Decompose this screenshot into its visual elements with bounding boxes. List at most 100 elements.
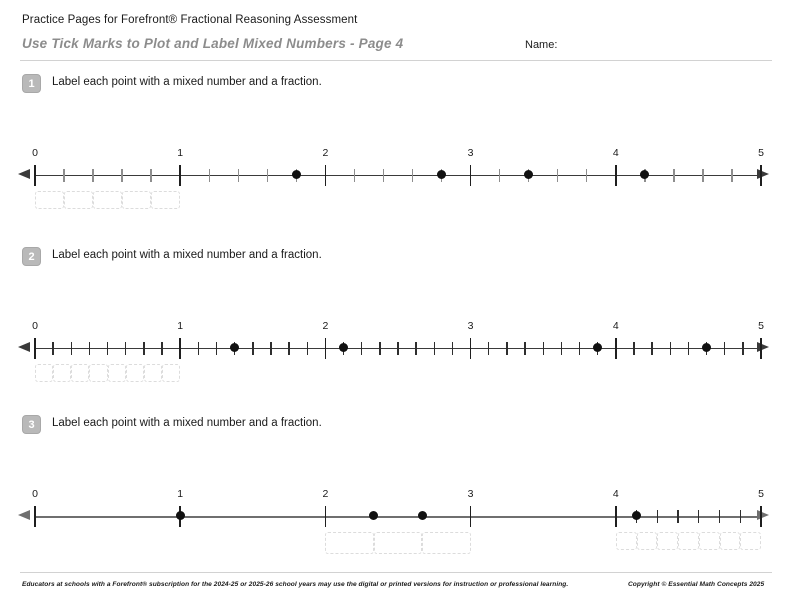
answer-box[interactable] — [719, 532, 741, 550]
answer-box[interactable] — [35, 191, 65, 209]
tick-label: 5 — [758, 320, 764, 332]
plotted-point — [175, 511, 185, 520]
tick-label: 0 — [32, 320, 38, 332]
minor-tick — [288, 342, 290, 355]
page-subtitle: Use Tick Marks to Plot and Label Mixed N… — [22, 36, 404, 51]
axis-arrow-left-icon — [18, 510, 30, 520]
page-title: Practice Pages for Forefront® Fractional… — [22, 14, 358, 26]
plotted-point — [437, 170, 447, 179]
minor-tick — [524, 342, 526, 355]
minor-tick — [451, 342, 454, 355]
tick-label: 4 — [612, 488, 619, 500]
major-tick — [324, 165, 327, 186]
answer-box[interactable] — [35, 364, 54, 382]
major-tick — [179, 338, 181, 359]
tick-label: 1 — [177, 488, 184, 500]
tick-label: 5 — [758, 488, 764, 500]
minor-tick — [52, 342, 54, 355]
minor-tick — [578, 342, 581, 355]
minor-tick — [215, 342, 218, 355]
major-tick — [760, 165, 762, 186]
major-tick — [324, 338, 327, 359]
minor-tick — [237, 169, 239, 182]
axis-arrow-left-icon — [18, 169, 30, 179]
tick-label: 1 — [177, 147, 184, 159]
minor-tick — [557, 169, 559, 182]
answer-box[interactable] — [740, 532, 761, 550]
tick-label: 5 — [758, 147, 764, 159]
major-tick — [34, 506, 36, 527]
minor-tick — [411, 169, 414, 182]
minor-tick — [161, 342, 163, 355]
problem-number-badge: 2 — [22, 247, 41, 266]
minor-tick — [270, 342, 272, 355]
minor-tick — [106, 342, 109, 355]
minor-tick — [70, 342, 72, 355]
answer-box[interactable] — [93, 191, 123, 209]
axis-arrow-right-icon — [757, 169, 769, 179]
axis-arrow-right-icon — [757, 510, 769, 520]
minor-tick — [143, 342, 145, 355]
answer-box[interactable] — [325, 532, 374, 554]
tick-label: 1 — [177, 320, 184, 332]
tick-label: 2 — [322, 320, 329, 332]
plotted-point — [291, 170, 301, 179]
answer-box[interactable] — [678, 532, 699, 550]
minor-tick — [742, 342, 744, 355]
tick-label: 3 — [467, 488, 474, 500]
answer-box[interactable] — [615, 532, 637, 550]
minor-tick — [656, 510, 658, 523]
tick-label: 3 — [467, 320, 474, 332]
answer-box[interactable] — [373, 532, 423, 554]
answer-box[interactable] — [107, 364, 126, 382]
footer-license-text: Educators at schools with a Forefront® s… — [22, 581, 569, 588]
minor-tick — [208, 169, 210, 182]
minor-tick — [252, 342, 254, 355]
minor-tick — [88, 342, 91, 355]
minor-tick — [415, 342, 417, 355]
major-tick — [615, 165, 617, 186]
tick-label: 2 — [322, 147, 329, 159]
minor-tick — [488, 342, 490, 355]
answer-box[interactable] — [122, 191, 152, 209]
minor-tick — [397, 342, 399, 355]
minor-tick — [677, 510, 679, 523]
tick-label: 4 — [612, 147, 619, 159]
problem-number-badge: 1 — [22, 74, 41, 93]
answer-box[interactable] — [422, 532, 471, 554]
answer-box[interactable] — [53, 364, 72, 382]
axis-arrow-left-icon — [18, 342, 30, 352]
answer-box[interactable] — [64, 191, 94, 209]
minor-tick — [63, 169, 65, 182]
answer-box[interactable] — [657, 532, 679, 550]
problem-prompt: Label each point with a mixed number and… — [52, 417, 322, 429]
major-tick — [760, 338, 762, 359]
major-tick — [469, 338, 472, 359]
tick-label: 2 — [322, 488, 329, 500]
plotted-point — [640, 170, 650, 179]
minor-tick — [92, 169, 94, 182]
answer-box[interactable] — [636, 532, 658, 550]
minor-tick — [542, 342, 544, 355]
minor-tick — [586, 169, 588, 182]
plotted-point — [524, 170, 534, 179]
major-tick — [615, 338, 617, 359]
answer-box[interactable] — [162, 364, 181, 382]
answer-box[interactable] — [143, 364, 163, 382]
footer-divider — [20, 572, 772, 573]
plotted-point — [230, 343, 240, 352]
plotted-point — [632, 511, 642, 520]
answer-box[interactable] — [125, 364, 144, 382]
answer-box[interactable] — [89, 364, 108, 382]
minor-tick — [651, 342, 653, 355]
answer-box[interactable] — [151, 191, 181, 209]
answer-box[interactable] — [698, 532, 720, 550]
answer-box[interactable] — [71, 364, 90, 382]
major-tick — [324, 506, 327, 527]
name-field-label: Name: — [525, 39, 558, 51]
plotted-point — [369, 511, 379, 520]
